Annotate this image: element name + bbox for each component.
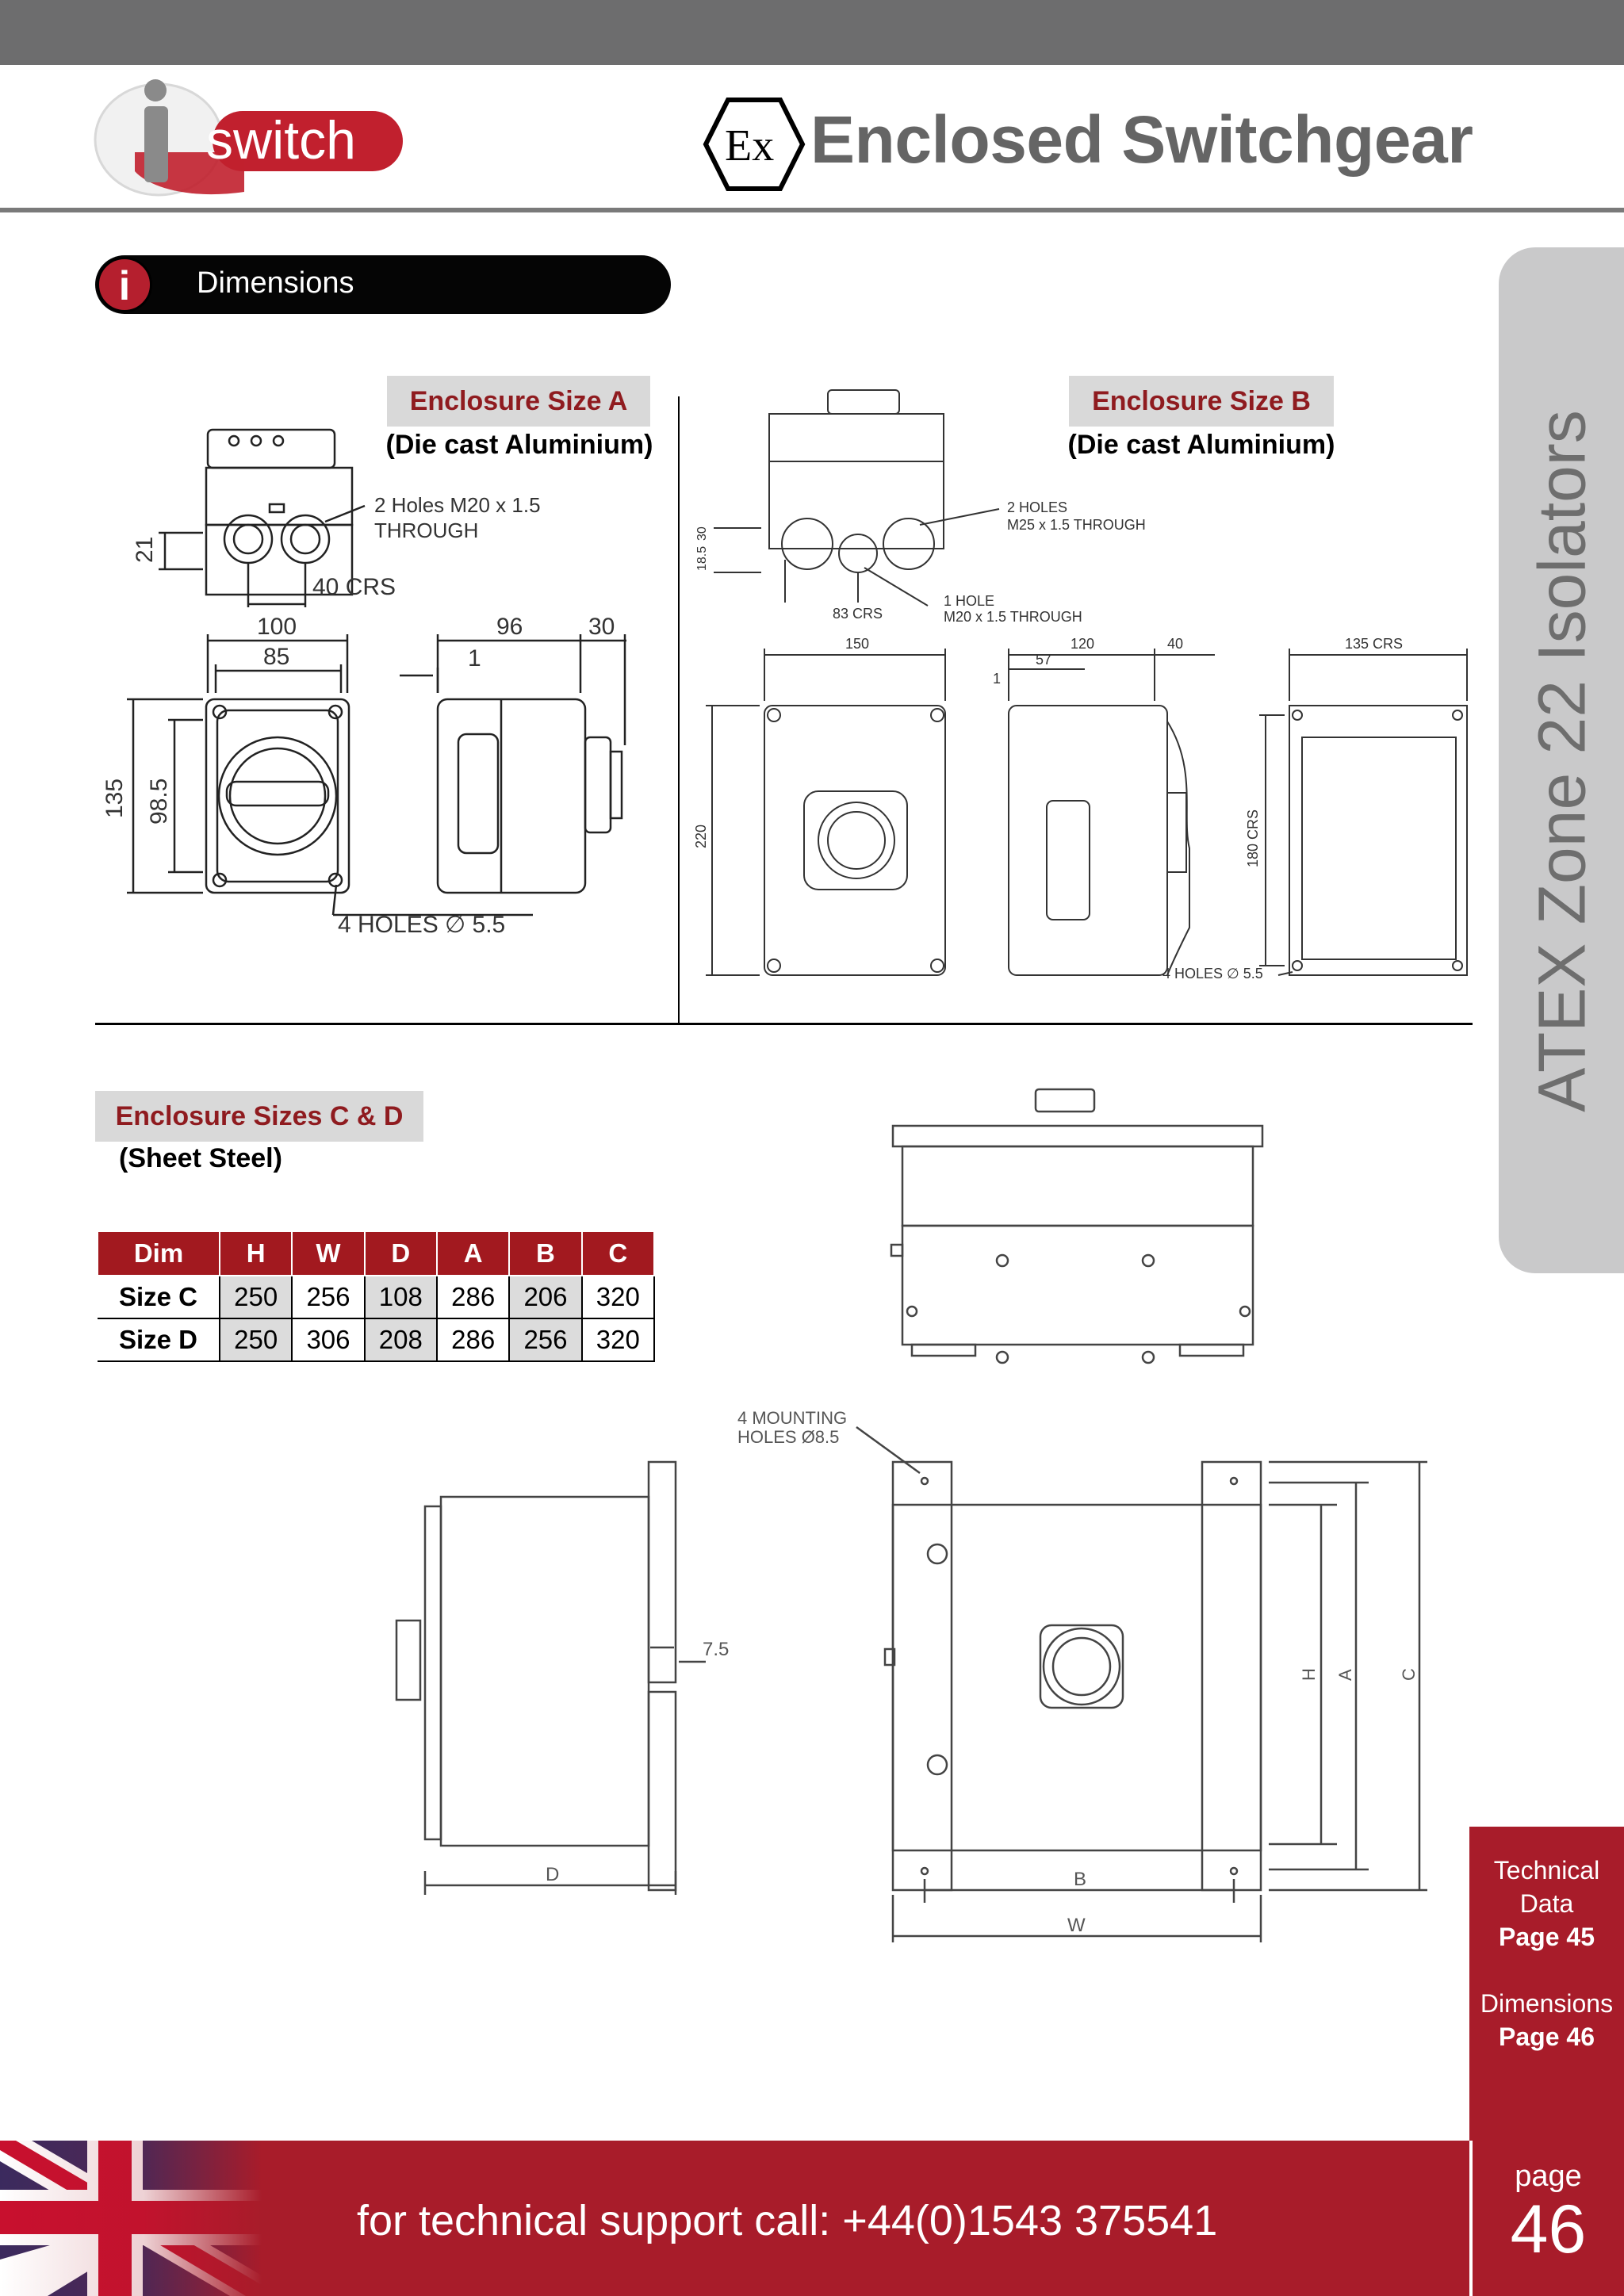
svg-text:A: A bbox=[1335, 1669, 1355, 1681]
enclosure-cd-subtitle: (Sheet Steel) bbox=[119, 1143, 282, 1173]
info-icon: i bbox=[97, 257, 152, 312]
svg-text:4 HOLES ∅ 5.5: 4 HOLES ∅ 5.5 bbox=[1162, 966, 1263, 982]
svg-text:98.5: 98.5 bbox=[146, 779, 172, 825]
table-header: D bbox=[363, 1230, 438, 1276]
nav-dimensions-label[interactable]: Dimensions bbox=[1480, 1989, 1614, 2018]
svg-text:1: 1 bbox=[993, 671, 1001, 687]
svg-text:THROUGH: THROUGH bbox=[374, 519, 478, 542]
svg-text:M20 x 1.5 THROUGH: M20 x 1.5 THROUGH bbox=[944, 609, 1082, 625]
enclosure-b-title: Enclosure Size B bbox=[1069, 376, 1334, 427]
svg-text:H: H bbox=[1299, 1668, 1319, 1681]
table-cell: 320 bbox=[581, 1318, 656, 1362]
footer-bar bbox=[0, 2141, 1469, 2296]
iswitch-logo: switch bbox=[94, 76, 411, 207]
svg-text:40 CRS: 40 CRS bbox=[312, 574, 396, 600]
svg-text:83 CRS: 83 CRS bbox=[833, 606, 883, 622]
svg-text:120: 120 bbox=[1071, 636, 1094, 652]
ex-atex-icon: Ex bbox=[703, 97, 806, 196]
header-rule bbox=[0, 208, 1624, 212]
page-number-box: page 46 bbox=[1469, 2141, 1624, 2296]
svg-text:100: 100 bbox=[257, 614, 297, 640]
svg-text:135: 135 bbox=[102, 779, 128, 818]
vertical-divider bbox=[678, 396, 680, 1023]
table-header: Dim bbox=[97, 1230, 220, 1276]
nav-technical-line2[interactable]: Data bbox=[1519, 1889, 1574, 1918]
side-category-tab bbox=[1499, 247, 1624, 1273]
table-row: Size D 250 306 208 286 256 320 bbox=[98, 1318, 656, 1362]
enclosure-a-subtitle: (Die cast Aluminium) bbox=[385, 430, 653, 460]
table-cell: 286 bbox=[436, 1276, 511, 1319]
nav-technical-page-link[interactable]: Page 45 bbox=[1499, 1923, 1595, 1951]
svg-text:D: D bbox=[546, 1864, 559, 1885]
page-number: 46 bbox=[1510, 2191, 1587, 2267]
svg-text:150: 150 bbox=[845, 636, 869, 652]
nav-technical-line1[interactable]: Technical bbox=[1493, 1856, 1600, 1885]
svg-text:57: 57 bbox=[1036, 652, 1051, 668]
table-header-row: Dim H W D A B C bbox=[97, 1230, 656, 1276]
top-bar bbox=[0, 0, 1624, 65]
svg-text:180 CRS: 180 CRS bbox=[1245, 809, 1261, 867]
svg-text:W: W bbox=[1067, 1915, 1086, 1936]
section-tab bbox=[95, 255, 671, 314]
svg-text:30: 30 bbox=[588, 614, 615, 640]
nav-dimensions-page-link[interactable]: Page 46 bbox=[1499, 2022, 1595, 2051]
svg-text:96: 96 bbox=[496, 614, 523, 640]
table-header: A bbox=[435, 1230, 511, 1276]
table-cell: Size D bbox=[98, 1318, 220, 1362]
svg-text:135 CRS: 135 CRS bbox=[1345, 636, 1403, 652]
union-jack-flag-icon bbox=[0, 2141, 262, 2296]
table-cell: 306 bbox=[292, 1318, 366, 1362]
table-cell: 206 bbox=[509, 1276, 583, 1319]
svg-text:HOLES Ø8.5: HOLES Ø8.5 bbox=[737, 1427, 839, 1447]
page-nav-box: Technical Data Page 45 Dimensions Page 4… bbox=[1469, 1827, 1624, 2141]
svg-text:2 HOLES: 2 HOLES bbox=[1007, 499, 1067, 515]
side-category-label: ATEX Zone 22 Isolators bbox=[1524, 410, 1599, 1112]
horizontal-divider bbox=[95, 1023, 1473, 1025]
enclosure-b-drawing: 2 HOLES M25 x 1.5 THROUGH 1 HOLE M20 x 1… bbox=[693, 389, 1468, 982]
support-phone-text: for technical support call: +44(0)1543 3… bbox=[357, 2197, 1218, 2244]
table-row: Size C 250 256 108 286 206 320 bbox=[98, 1276, 656, 1319]
table-cell: 286 bbox=[436, 1318, 511, 1362]
svg-text:1: 1 bbox=[468, 645, 481, 672]
svg-text:220: 220 bbox=[693, 825, 709, 848]
svg-text:21: 21 bbox=[132, 537, 158, 563]
enclosure-a-title: Enclosure Size A bbox=[387, 376, 650, 427]
table-cell: 250 bbox=[220, 1276, 293, 1319]
table-cell: 256 bbox=[509, 1318, 583, 1362]
svg-text:M25 x 1.5 THROUGH: M25 x 1.5 THROUGH bbox=[1007, 517, 1146, 533]
logo-brand-text: switch bbox=[206, 110, 356, 170]
table-header: H bbox=[218, 1230, 293, 1276]
svg-text:2 Holes M20 x 1.5: 2 Holes M20 x 1.5 bbox=[374, 493, 541, 517]
svg-text:30: 30 bbox=[695, 526, 709, 541]
svg-text:4 HOLES ∅ 5.5: 4 HOLES ∅ 5.5 bbox=[338, 912, 505, 938]
table-header: B bbox=[508, 1230, 583, 1276]
table-cell: 250 bbox=[220, 1318, 293, 1362]
table-cell: 320 bbox=[581, 1276, 656, 1319]
dimensions-table: Dim H W D A B C Size C 250 256 108 286 2… bbox=[97, 1230, 656, 1362]
svg-text:85: 85 bbox=[263, 644, 289, 670]
table-cell: 208 bbox=[364, 1318, 438, 1362]
svg-text:B: B bbox=[1074, 1869, 1086, 1890]
svg-text:1 HOLE: 1 HOLE bbox=[944, 593, 994, 609]
svg-text:C: C bbox=[1399, 1668, 1419, 1681]
section-title: Dimensions bbox=[197, 266, 354, 300]
table-cell: Size C bbox=[98, 1276, 220, 1319]
page-label: page bbox=[1515, 2160, 1582, 2193]
enclosure-cd-title: Enclosure Sizes C & D bbox=[95, 1091, 423, 1142]
table-header: W bbox=[291, 1230, 366, 1276]
enclosure-b-subtitle: (Die cast Aluminium) bbox=[1067, 430, 1335, 460]
enclosure-a-drawing: 2 Holes M20 x 1.5 THROUGH 40 CRS 21 100 … bbox=[102, 428, 626, 938]
table-cell: 108 bbox=[364, 1276, 438, 1319]
svg-text:18.5: 18.5 bbox=[695, 546, 709, 571]
table-header: C bbox=[580, 1230, 656, 1276]
page-title: Enclosed Switchgear bbox=[810, 102, 1473, 177]
svg-text:40: 40 bbox=[1167, 636, 1183, 652]
table-cell: 256 bbox=[292, 1276, 366, 1319]
svg-text:7.5: 7.5 bbox=[703, 1639, 729, 1660]
ex-mark-text: Ex bbox=[725, 121, 774, 170]
enclosure-cd-drawing: 4 MOUNTING HOLES Ø8.5 7.5 D B W H A C bbox=[395, 1088, 1427, 1942]
svg-text:4 MOUNTING: 4 MOUNTING bbox=[737, 1408, 847, 1428]
